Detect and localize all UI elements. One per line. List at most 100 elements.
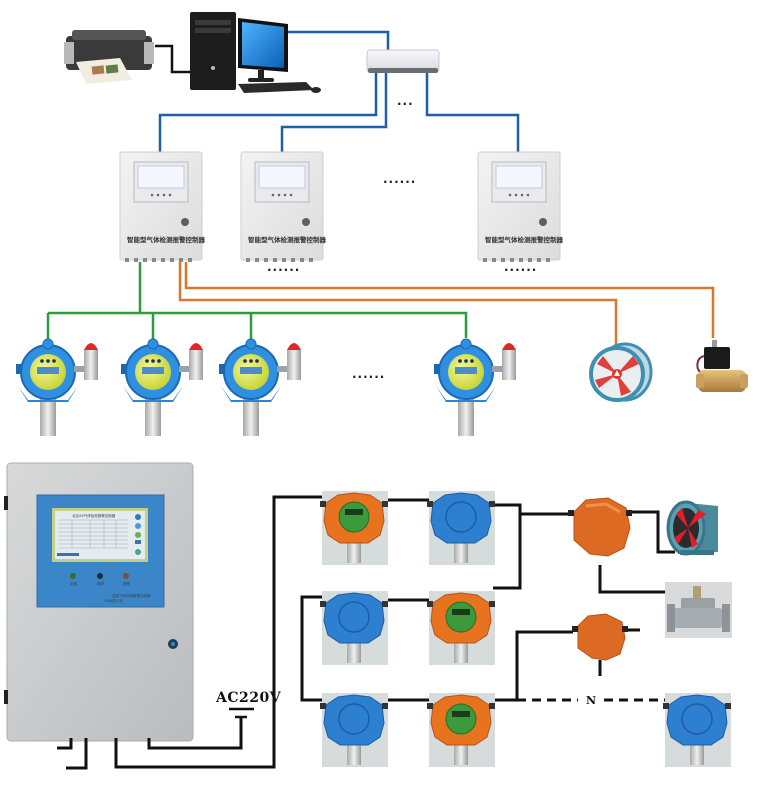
gas-detector[interactable] — [16, 338, 98, 436]
row-1-right — [490, 503, 522, 590]
controller-3[interactable]: 智能型气体检测报警控制器 ······ — [477, 151, 564, 277]
panel-indicators: 电源 故障 报警 — [70, 573, 130, 586]
detector-led — [255, 359, 259, 363]
gas-detector[interactable] — [121, 338, 203, 436]
detector-gland-right — [382, 703, 388, 709]
valve-flange-left — [667, 604, 675, 632]
orange-gas-detector[interactable] — [427, 591, 495, 665]
detector-bus-line — [48, 311, 468, 338]
gas-detector[interactable] — [219, 338, 301, 436]
exhaust-fan[interactable] — [589, 342, 653, 402]
panel-footer-line-2: XX有限公司 — [104, 598, 123, 603]
orange-gas-detector[interactable] — [320, 491, 388, 565]
controller-key-lock — [302, 218, 310, 226]
controllers-ellipsis: ······ — [383, 175, 416, 189]
signal-lines — [46, 262, 468, 340]
controller-label: 智能型气体检测报警控制器 — [485, 235, 564, 244]
network-switch[interactable] — [366, 49, 440, 73]
row-3-to-branch — [491, 630, 573, 702]
detector-pipe — [40, 394, 56, 436]
detector-lcd — [142, 367, 164, 374]
bus-branch-row-2 — [300, 595, 325, 702]
indicator-alarm — [123, 573, 129, 579]
network-lines — [158, 30, 520, 152]
detector-led — [52, 359, 56, 363]
detector-gland-left — [427, 703, 433, 709]
controller-screen — [137, 165, 185, 189]
detector-side-gland — [219, 364, 225, 374]
relay-module-body — [573, 497, 631, 557]
valve-actuator — [693, 586, 701, 598]
detector-pipe — [347, 639, 361, 663]
relay-1-to-fan — [628, 510, 675, 554]
computer[interactable] — [190, 12, 321, 93]
switch-front — [368, 68, 438, 73]
blue-gas-detector[interactable] — [427, 491, 495, 565]
controller-key-lock — [181, 218, 189, 226]
blue-gas-detector[interactable] — [320, 591, 388, 665]
strobe-pole — [287, 350, 301, 380]
blue-gas-detector[interactable] — [320, 693, 388, 767]
panel-to-power-line — [147, 717, 243, 750]
solenoid-valve[interactable] — [696, 340, 748, 392]
main-controller-panel[interactable]: 北京XX气体检测报警控制器 电源 故障 报警 智能气体检测报警控制器 XX有限公… — [4, 462, 194, 742]
panel-to-bus-line — [114, 495, 323, 769]
controller-key-lock — [539, 218, 547, 226]
fan-hub-symbol — [614, 370, 620, 376]
detector-pipe — [145, 394, 161, 436]
detector-pipe — [454, 741, 468, 765]
detector-top-ring — [245, 338, 257, 350]
detector-pipe — [243, 394, 259, 436]
power-source: AC220V — [215, 690, 281, 719]
detector-gland-left — [427, 601, 433, 607]
detector-gland-right — [489, 501, 495, 507]
detector-gland-right — [382, 601, 388, 607]
detectors-ellipsis: ······ — [352, 370, 385, 384]
relay-module-2[interactable] — [572, 613, 628, 661]
strobe-arm — [277, 366, 289, 372]
controller-to-valve-line — [184, 262, 715, 338]
strobe-light — [287, 343, 301, 350]
printer[interactable] — [64, 30, 154, 84]
panel-screen-table — [58, 519, 128, 549]
controller-cable-glands — [246, 258, 313, 262]
panel-wire-2 — [66, 738, 88, 770]
strobe-pole — [84, 350, 98, 380]
relay-module-body — [577, 613, 626, 661]
blue-gas-detector[interactable] — [663, 693, 731, 767]
orange-gas-detector[interactable] — [427, 693, 495, 767]
valve-stem — [712, 340, 717, 348]
detector-gland-right — [382, 501, 388, 507]
keyboard — [238, 82, 314, 93]
detector-top-ring — [147, 338, 159, 350]
printer-top — [72, 30, 146, 40]
detector-readout — [452, 711, 470, 717]
relay-module-1[interactable] — [568, 497, 632, 557]
relay-gland-right — [626, 510, 632, 516]
detector-led — [458, 359, 462, 363]
axial-fan[interactable] — [666, 500, 718, 556]
detector-gland-right — [489, 601, 495, 607]
gas-shutoff-valve[interactable] — [665, 582, 732, 638]
detector-gland-right — [489, 703, 495, 709]
panel-key-lock-core — [171, 642, 175, 646]
controller-screen — [495, 165, 543, 189]
relay-gland-left — [572, 626, 578, 632]
detector-side-gland — [121, 364, 127, 374]
top-detectors — [16, 338, 516, 436]
controller-1[interactable]: 智能型气体检测报警控制器 — [119, 151, 206, 262]
controller-2[interactable]: 智能型气体检测报警控制器 ······ — [240, 151, 327, 277]
monitor-screen — [242, 22, 284, 68]
strobe-light — [84, 343, 98, 350]
strobe-arm — [74, 366, 86, 372]
detector-side-gland — [16, 364, 22, 374]
detector-led — [464, 359, 468, 363]
detector-lcd — [240, 367, 262, 374]
detector-pipe — [454, 539, 468, 563]
gas-detector[interactable] — [434, 338, 516, 436]
detector-cover — [338, 601, 370, 633]
detector-led — [470, 359, 474, 363]
controller-label: 智能型气体检测报警控制器 — [248, 235, 327, 244]
detector-gland-left — [663, 703, 669, 709]
fan-foot — [680, 550, 714, 555]
